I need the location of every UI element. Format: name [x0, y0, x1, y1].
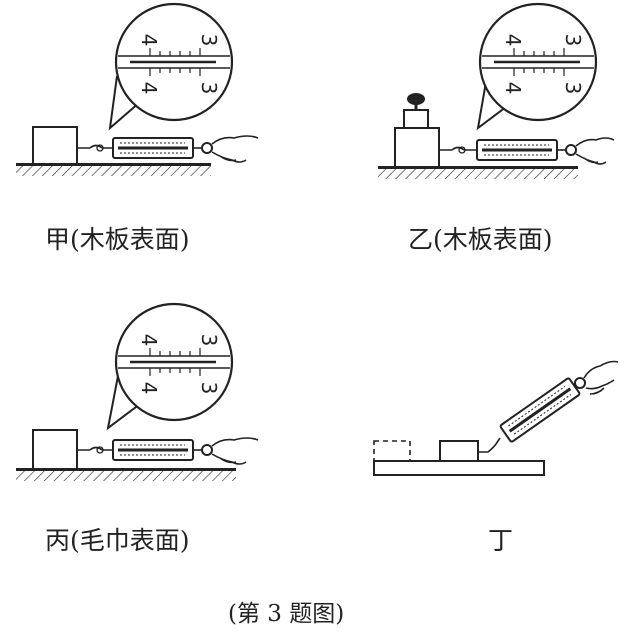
panel-label-bing: 丙(毛巾表面): [45, 526, 190, 555]
ground-surface: [16, 468, 236, 471]
hook: [439, 146, 477, 151]
wood-block: [32, 429, 78, 470]
ground-surface: [378, 166, 578, 169]
gauge-number-left-top: 4: [501, 34, 525, 47]
gauge-number-left-top: 4: [137, 334, 161, 347]
spring-scale: [112, 439, 194, 461]
wood-block: [439, 440, 479, 462]
gauge-number-left-bottom: 4: [501, 82, 525, 95]
panel-label-yi: 乙(木板表面): [408, 225, 553, 254]
ground-hatch: [16, 471, 236, 481]
gauge-callout: 4 3 4 3: [108, 2, 234, 131]
dashed-block-outline: [373, 440, 411, 462]
wood-block: [32, 126, 78, 165]
hand: [557, 137, 615, 165]
gauge-number-left-top: 4: [137, 34, 161, 47]
hand: [193, 437, 259, 465]
spring-scale: [112, 137, 194, 159]
panel-jia: 4 3 4 3: [16, 2, 259, 176]
ground-hatch: [16, 166, 211, 176]
hook: [77, 446, 113, 451]
board: [373, 460, 545, 476]
hook: [77, 144, 113, 149]
gauge-number-right-bottom: 3: [561, 82, 585, 95]
spring-scale-inclined: [499, 377, 581, 443]
figure-caption: (第 3 题图): [228, 601, 345, 627]
ground-surface: [16, 163, 211, 166]
gauge-number-right-top: 3: [561, 34, 585, 47]
weight: [403, 93, 429, 129]
gauge-number-right-top: 3: [197, 334, 221, 347]
panel-label-jia: 甲(木板表面): [45, 225, 190, 254]
gauge-callout: 4 3 4 3: [106, 302, 234, 431]
gauge-number-right-top: 3: [197, 34, 221, 47]
gauge-number-left-bottom: 4: [137, 82, 161, 95]
panel-ding: [373, 360, 619, 476]
hand: [574, 360, 619, 395]
ground-hatch: [378, 169, 578, 179]
gauge-number-left-bottom: 4: [137, 382, 161, 395]
hand: [193, 135, 259, 163]
wood-block: [394, 127, 440, 168]
panel-yi: 4 3 4 3: [378, 2, 615, 179]
hook: [478, 437, 501, 453]
panel-bing: 4 3 4 3: [16, 302, 259, 481]
gauge-callout: 4 3 4 3: [476, 2, 598, 131]
gauge-number-right-bottom: 3: [197, 382, 221, 395]
spring-scale: [476, 139, 558, 161]
gauge-number-right-bottom: 3: [197, 82, 221, 95]
panel-label-ding: 丁: [488, 526, 514, 555]
